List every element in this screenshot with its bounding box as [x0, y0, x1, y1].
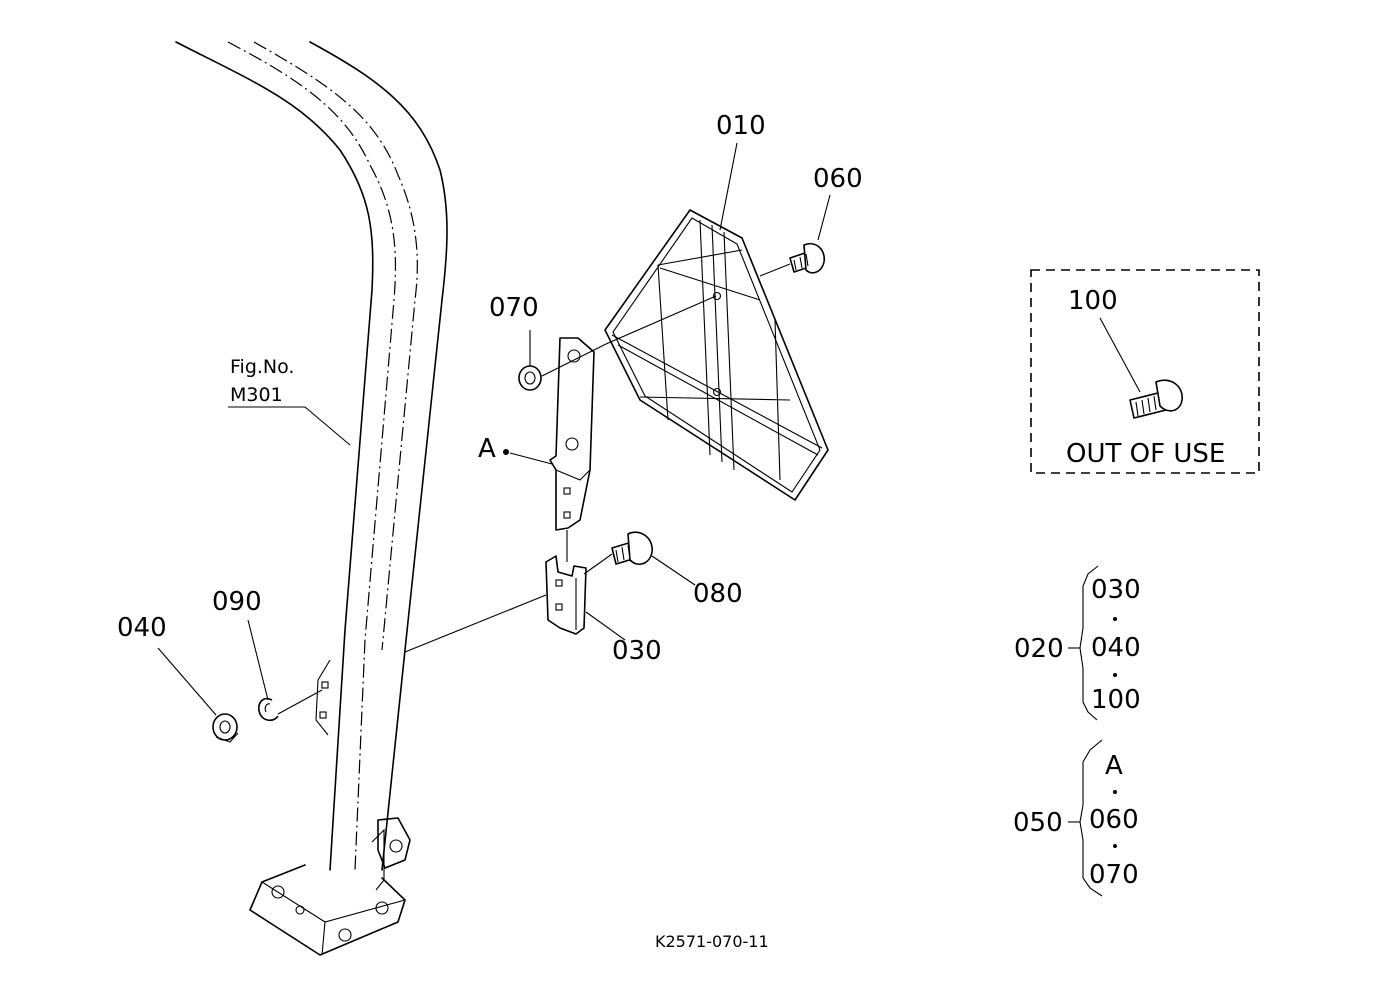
leader-lines [157, 142, 1141, 716]
label-040: 040 [117, 613, 167, 643]
nut-070 [518, 365, 542, 391]
label-090: 090 [212, 587, 262, 617]
rops-frame-outline [175, 41, 448, 956]
label-070: 070 [489, 293, 539, 323]
hinge-030 [545, 555, 587, 635]
assembly-050-item: 060 [1089, 805, 1139, 835]
bolt-100 [1129, 379, 1183, 419]
out-of-use-text: OUT OF USE [1066, 439, 1225, 469]
assembly-brackets [1068, 565, 1117, 897]
label-030: 030 [612, 636, 662, 666]
label-010: 010 [716, 111, 766, 141]
bolt-060 [789, 243, 826, 274]
nut-040 [212, 713, 239, 743]
assembly-020-item: 030 [1091, 575, 1141, 605]
label-060: 060 [813, 164, 863, 194]
washer-090 [257, 697, 279, 722]
bolt-080 [611, 531, 653, 565]
assembly-020-item: 100 [1091, 685, 1141, 715]
assembly-050-item: A [1105, 751, 1123, 781]
label-080: 080 [693, 579, 743, 609]
assembly-020-code: 020 [1014, 634, 1064, 664]
assembly-050-item: 070 [1089, 860, 1139, 890]
label-100: 100 [1068, 286, 1118, 316]
label-a: A [478, 434, 496, 464]
fig-ref-line1: Fig.No. [230, 356, 294, 378]
out-of-use-box [1030, 269, 1260, 474]
drawing-number: K2571-070-11 [655, 932, 769, 951]
assembly-050-code: 050 [1013, 808, 1063, 838]
bracket-a [549, 337, 595, 531]
reflector-010 [604, 209, 829, 501]
assembly-020-item: 040 [1091, 633, 1141, 663]
fig-ref-line2: M301 [230, 384, 283, 406]
point-a-dot [503, 449, 509, 455]
